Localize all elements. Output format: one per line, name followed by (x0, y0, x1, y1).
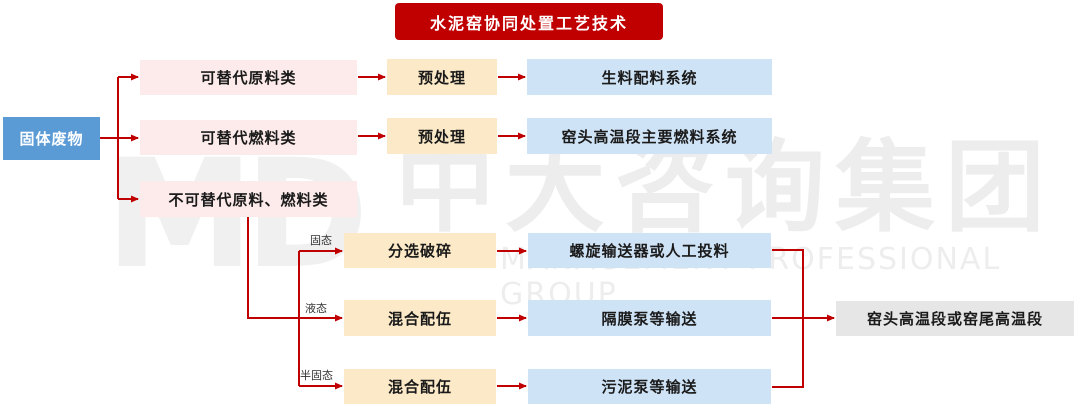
pretreatment-raw: 预处理 (387, 59, 497, 95)
category-non-substitutable: 不可替代原料、燃料类 (140, 181, 357, 217)
state-label-semisolid: 半固态 (300, 369, 333, 382)
kiln-head-fuel-system: 窑头高温段主要燃料系统 (527, 118, 772, 154)
final-kiln-high-temp-zone: 窑头高温段或窑尾高温段 (836, 301, 1074, 336)
diagram-title: 水泥窑协同处置工艺技术 (395, 3, 663, 40)
process-mix-semisolid: 混合配伍 (344, 369, 496, 404)
transport-screw-conveyor: 螺旋输送器或人工投料 (528, 233, 771, 268)
state-label-liquid: 液态 (305, 302, 327, 315)
category-fuel: 可替代燃料类 (140, 120, 357, 155)
transport-diaphragm-pump: 隔膜泵等输送 (528, 300, 771, 336)
process-sort-crush: 分选破碎 (344, 233, 496, 268)
process-mix-liquid: 混合配伍 (344, 300, 496, 336)
raw-meal-system: 生料配料系统 (527, 59, 772, 95)
state-label-solid: 固态 (310, 234, 332, 247)
source-solid-waste: 固体废物 (3, 117, 100, 160)
transport-sludge-pump: 污泥泵等输送 (528, 369, 771, 404)
pretreatment-fuel: 预处理 (387, 118, 497, 154)
category-raw-material: 可替代原料类 (140, 60, 357, 95)
